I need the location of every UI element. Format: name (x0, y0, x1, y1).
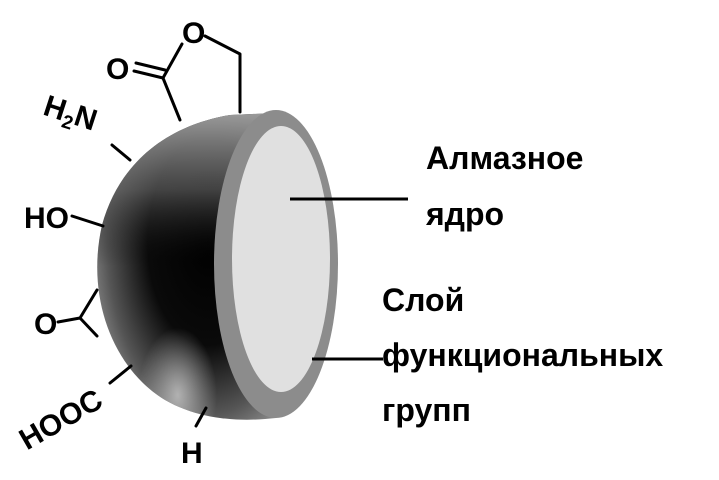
lactone-carbonyl-double-bond-b (134, 61, 167, 72)
layer-label-line3: групп (382, 392, 471, 428)
svg-text:H2N: H2N (38, 89, 101, 141)
lactone-carbonyl-double-bond-a (132, 69, 165, 80)
carboxyl-bond (108, 364, 133, 385)
carboxyl-label: HOOC (14, 383, 108, 457)
carbonyl-o-label: O (34, 308, 57, 341)
hydrogen-label: H (181, 437, 203, 470)
hydroxyl-label: HO (24, 202, 69, 235)
lactone-ring-o-label: O (182, 17, 205, 50)
svg-text:HOOC: HOOC (14, 383, 108, 457)
layer-label-line2: функциональных (382, 337, 664, 373)
core-label-line2: ядро (426, 196, 505, 232)
diamond-core-face (232, 126, 330, 392)
lactone-carbonyl-o-label: O (106, 53, 129, 86)
amine-label: H2N (38, 89, 101, 141)
core-label-line1: Алмазное (426, 140, 584, 176)
layer-label-line1: Слой (382, 282, 465, 318)
hydrogen-bond (194, 406, 208, 428)
ether-bond (56, 288, 99, 338)
amine-bond (110, 143, 132, 162)
hydroxyl-bond (70, 214, 105, 228)
